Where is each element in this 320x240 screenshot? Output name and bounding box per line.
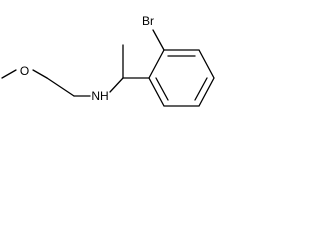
bond-o-ch2 xyxy=(32,69,48,79)
oxygen-atom-label: O xyxy=(20,64,29,78)
bond-n-ch xyxy=(109,77,124,93)
ring-double-bond-3 xyxy=(155,77,169,101)
amine-atom-label: NH xyxy=(91,89,108,103)
bond-ch2-ch2 xyxy=(46,77,75,97)
benzene-ring xyxy=(148,49,215,107)
bromine-atom-label: Br xyxy=(142,14,154,28)
structure-drawing: O NH Br xyxy=(1,14,215,107)
bond-ring-br xyxy=(152,29,165,51)
ring-double-bond-2 xyxy=(194,77,208,101)
bond-methyl-o xyxy=(1,69,17,79)
molecule-canvas: O NH Br xyxy=(0,0,267,120)
